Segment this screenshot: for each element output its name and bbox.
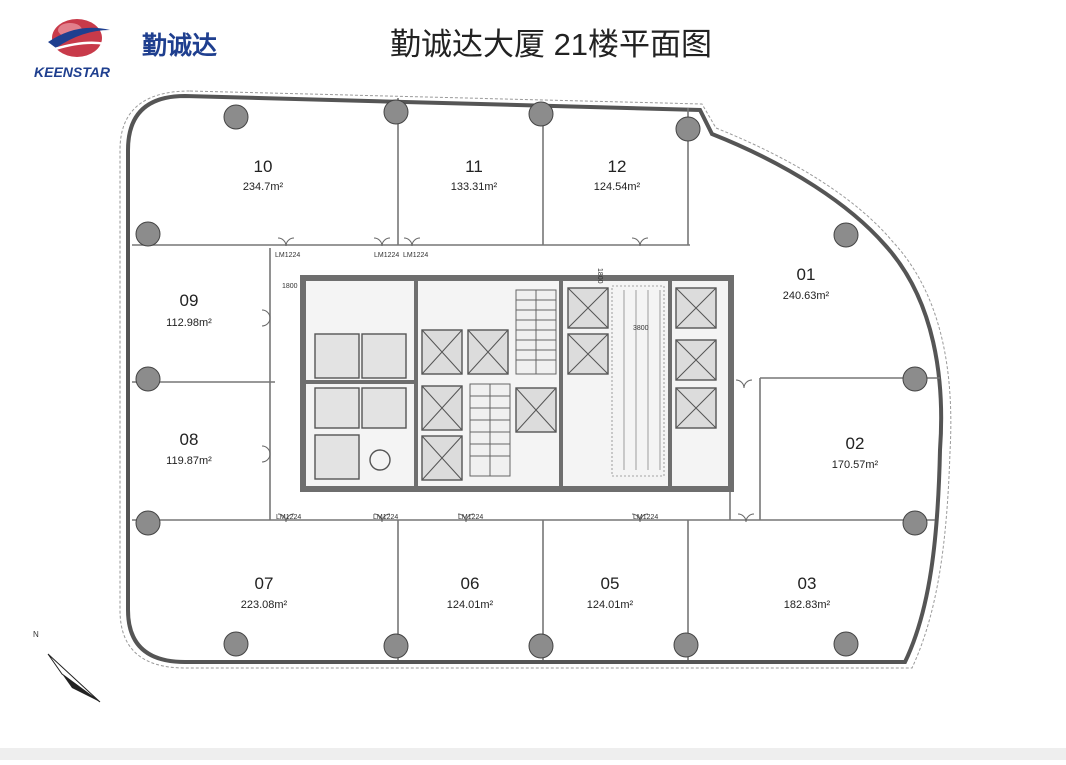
unit-number: 01: [797, 265, 816, 284]
unit-09: 09 112.98m²: [166, 291, 212, 329]
unit-12: 12 124.54m²: [594, 157, 641, 193]
compass-arrow-highlight: [47, 653, 101, 703]
unit-07: 07 223.08m²: [241, 574, 288, 611]
unit-area: 124.54m²: [594, 181, 641, 193]
unit-area: 223.08m²: [241, 599, 288, 611]
door-code: LM1224: [633, 514, 658, 521]
dimension-label: 3800: [633, 325, 649, 332]
building-core: [300, 275, 734, 492]
company-logo: KEENSTAR 勤诚达: [34, 19, 217, 80]
unit-number: 06: [461, 574, 480, 593]
unit-03: 03 182.83m²: [784, 574, 831, 611]
column: [383, 633, 409, 659]
unit-number: 07: [255, 574, 274, 593]
unit-area: 234.7m²: [243, 181, 284, 193]
unit-area: 124.01m²: [447, 599, 494, 611]
unit-05: 05 124.01m²: [587, 574, 634, 611]
unit-number: 02: [846, 434, 865, 453]
unit-number: 09: [180, 291, 199, 310]
page-title: 勤诚达大厦 21楼平面图: [390, 27, 712, 62]
unit-01: 01 240.63m²: [783, 265, 830, 302]
door-code: LM1224: [374, 252, 399, 259]
core-dimension-labels: 1800 1800 3800: [282, 268, 649, 332]
unit-labels: 10 234.7m² 11 133.31m² 12 124.54m² 01 24…: [166, 157, 878, 611]
unit-area: 133.31m²: [451, 181, 498, 193]
column: [902, 366, 928, 392]
column: [223, 104, 249, 130]
unit-number: 12: [608, 157, 627, 176]
column: [135, 366, 161, 392]
staircase: [469, 289, 557, 477]
facade-line: [119, 90, 952, 669]
column: [902, 510, 928, 536]
unit-number: 03: [798, 574, 817, 593]
dimension-label: 1800: [282, 283, 298, 290]
door-code: LM1224: [373, 514, 398, 521]
column: [833, 631, 859, 657]
logo-latin-text: KEENSTAR: [34, 64, 111, 80]
unit-number: 08: [180, 430, 199, 449]
column: [673, 632, 699, 658]
unit-area: 240.63m²: [783, 290, 830, 302]
structural-columns: [135, 99, 928, 659]
column: [223, 631, 249, 657]
building-outline: [126, 93, 944, 664]
elevator-cross-marks: [421, 287, 717, 481]
washroom-stalls: [314, 333, 407, 480]
unit-08: 08 119.87m²: [166, 430, 212, 467]
column: [383, 99, 409, 125]
door-code: LM1224: [403, 252, 428, 259]
washbasin-icon: [369, 449, 391, 471]
unit-area: 112.98m²: [166, 317, 212, 329]
unit-number: 11: [465, 157, 483, 176]
unit-10: 10 234.7m²: [243, 157, 284, 193]
unit-area: 170.57m²: [832, 459, 879, 471]
unit-02: 02 170.57m²: [832, 434, 879, 471]
column: [135, 221, 161, 247]
unit-06: 06 124.01m²: [447, 574, 494, 611]
unit-area: 119.87m²: [166, 455, 212, 467]
logo-swoosh-icon: [48, 27, 110, 48]
column: [833, 222, 859, 248]
column: [528, 101, 554, 127]
unit-number: 10: [254, 157, 273, 176]
column: [135, 510, 161, 536]
logo-swoosh-line: [54, 41, 106, 51]
door-code-labels: LM1224 LM1224 LM1224 LM1224 LM1224 LM122…: [275, 252, 658, 521]
column: [528, 633, 554, 659]
unit-11: 11 133.31m²: [451, 157, 498, 193]
door-symbols: [261, 237, 755, 523]
dimension-label: 1800: [596, 268, 603, 284]
logo-chinese-text: 勤诚达: [142, 32, 217, 60]
service-shafts: [611, 285, 665, 477]
door-code: LM1224: [276, 514, 301, 521]
column: [675, 116, 701, 142]
compass-label: N: [33, 630, 39, 639]
door-code: LM1224: [458, 514, 483, 521]
north-compass: N: [33, 630, 101, 703]
door-code: LM1224: [275, 252, 300, 259]
unit-number: 05: [601, 574, 620, 593]
unit-area: 182.83m²: [784, 599, 831, 611]
unit-area: 124.01m²: [587, 599, 634, 611]
bottom-margin-band: [0, 748, 1066, 760]
